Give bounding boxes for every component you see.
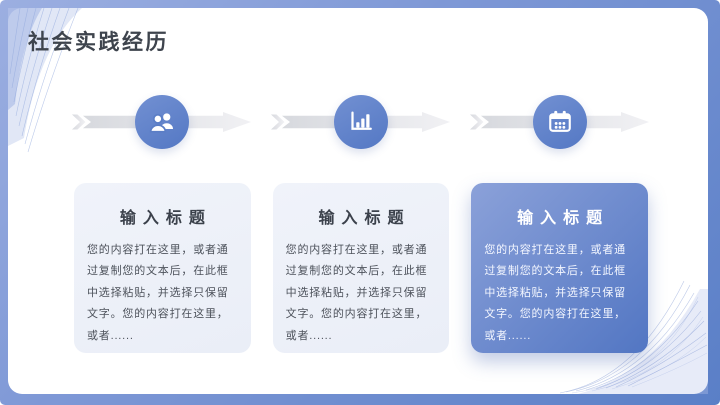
steps-row: 输入标题 您的内容打在这里，或者通过复制您的文本后，在此框中选择粘贴，并选择只保… (72, 95, 649, 353)
card-body-text: 您的内容打在这里，或者通过复制您的文本后，在此框中选择粘贴，并选择只保留文字。您… (484, 244, 626, 342)
step-icon-zone (469, 95, 649, 149)
step-icon-circle (532, 95, 587, 149)
step-card: 输入标题 您的内容打在这里，或者通过复制您的文本后，在此框中选择粘贴，并选择只保… (74, 183, 251, 353)
card-body-text: 您的内容打在这里，或者通过复制您的文本后，在此框中选择粘贴，并选择只保留文字。您… (87, 244, 229, 342)
step-icon-zone (270, 95, 450, 149)
calendar-icon (548, 110, 571, 132)
card-title: 输入标题 (318, 210, 411, 227)
users-icon (150, 113, 174, 133)
step-item-3: 输入标题 您的内容打在这里，或者通过复制您的文本后，在此框中选择粘贴，并选择只保… (469, 95, 649, 353)
card-body-text: 您的内容打在这里，或者通过复制您的文本后，在此框中选择粘贴，并选择只保留文字。您… (285, 244, 428, 342)
slide-content-area: 社会实践经历 (8, 8, 708, 394)
step-item-2: 输入标题 您的内容打在这里，或者通过复制您的文本后，在此框中选择粘贴，并选择只保… (270, 95, 450, 353)
step-item-1: 输入标题 您的内容打在这里，或者通过复制您的文本后，在此框中选择粘贴，并选择只保… (72, 95, 252, 353)
card-title: 输入标题 (119, 210, 212, 227)
page-title: 社会实践经历 (28, 31, 169, 54)
card-title: 输入标题 (517, 210, 610, 227)
step-icon-circle (333, 95, 388, 149)
step-card: 输入标题 您的内容打在这里，或者通过复制您的文本后，在此框中选择粘贴，并选择只保… (272, 183, 450, 353)
bar-chart-icon (351, 111, 372, 130)
step-icon-zone (72, 95, 252, 149)
step-card-highlighted: 输入标题 您的内容打在这里，或者通过复制您的文本后，在此框中选择粘贴，并选择只保… (471, 183, 648, 353)
step-icon-circle (135, 95, 190, 149)
